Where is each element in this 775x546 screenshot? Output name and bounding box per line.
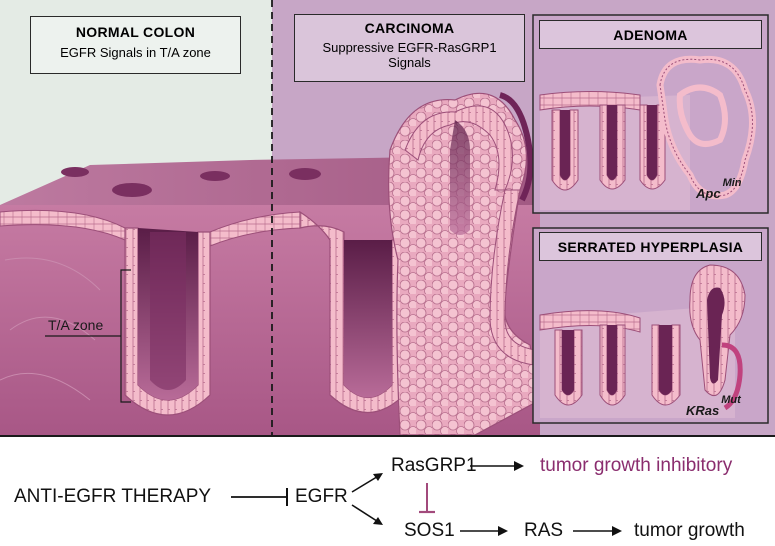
mut-superscript: Mut [721, 394, 741, 406]
ta-zone-label: T/A zone [48, 317, 104, 333]
normal-colon-title: NORMAL COLON [75, 24, 196, 40]
serrated-label-box: SERRATED HYPERPLASIA [539, 232, 762, 261]
adenoma-title: ADENOMA [613, 27, 688, 43]
arrow-egfr-rasgrp1 [351, 474, 381, 493]
surface-pit [112, 183, 152, 197]
apc-gene: Apc [696, 186, 721, 201]
ras-node: RAS [524, 520, 564, 541]
adenoma-gene-label: ApcMin [696, 177, 742, 201]
carcinoma-subtitle-line1: Suppressive EGFR-RasGRP1 [322, 40, 497, 55]
egfr-node: EGFR [295, 486, 348, 507]
anti-egfr-therapy: ANTI-EGFR THERAPY [14, 486, 212, 507]
carcinoma-subtitle-line2: Signals [388, 55, 431, 70]
normal-colon-subtitle: EGFR Signals in T/A zone [60, 45, 211, 60]
surface-pit [200, 171, 230, 181]
min-superscript: Min [722, 177, 742, 189]
serrated-gene-label: KRasMut [686, 394, 741, 418]
arrow-egfr-sos1 [351, 504, 381, 524]
carcinoma-label-box: CARCINOMA Suppressive EGFR-RasGRP1 Signa… [294, 14, 525, 82]
kras-gene: KRas [686, 403, 720, 418]
tumor-growth: tumor growth [634, 520, 745, 541]
adenoma-label-box: ADENOMA [539, 20, 762, 49]
carcinoma-title: CARCINOMA [364, 20, 455, 36]
sos1-node: SOS1 [404, 520, 455, 541]
normal-colon-label-box: NORMAL COLON EGFR Signals in T/A zone [30, 16, 241, 74]
surface-pit [61, 167, 89, 177]
tumor-growth-inhibitory: tumor growth inhibitory [540, 455, 733, 476]
rasgrp1-node: RasGRP1 [391, 455, 477, 476]
serrated-title: SERRATED HYPERPLASIA [557, 239, 744, 255]
surface-pit [289, 168, 321, 180]
